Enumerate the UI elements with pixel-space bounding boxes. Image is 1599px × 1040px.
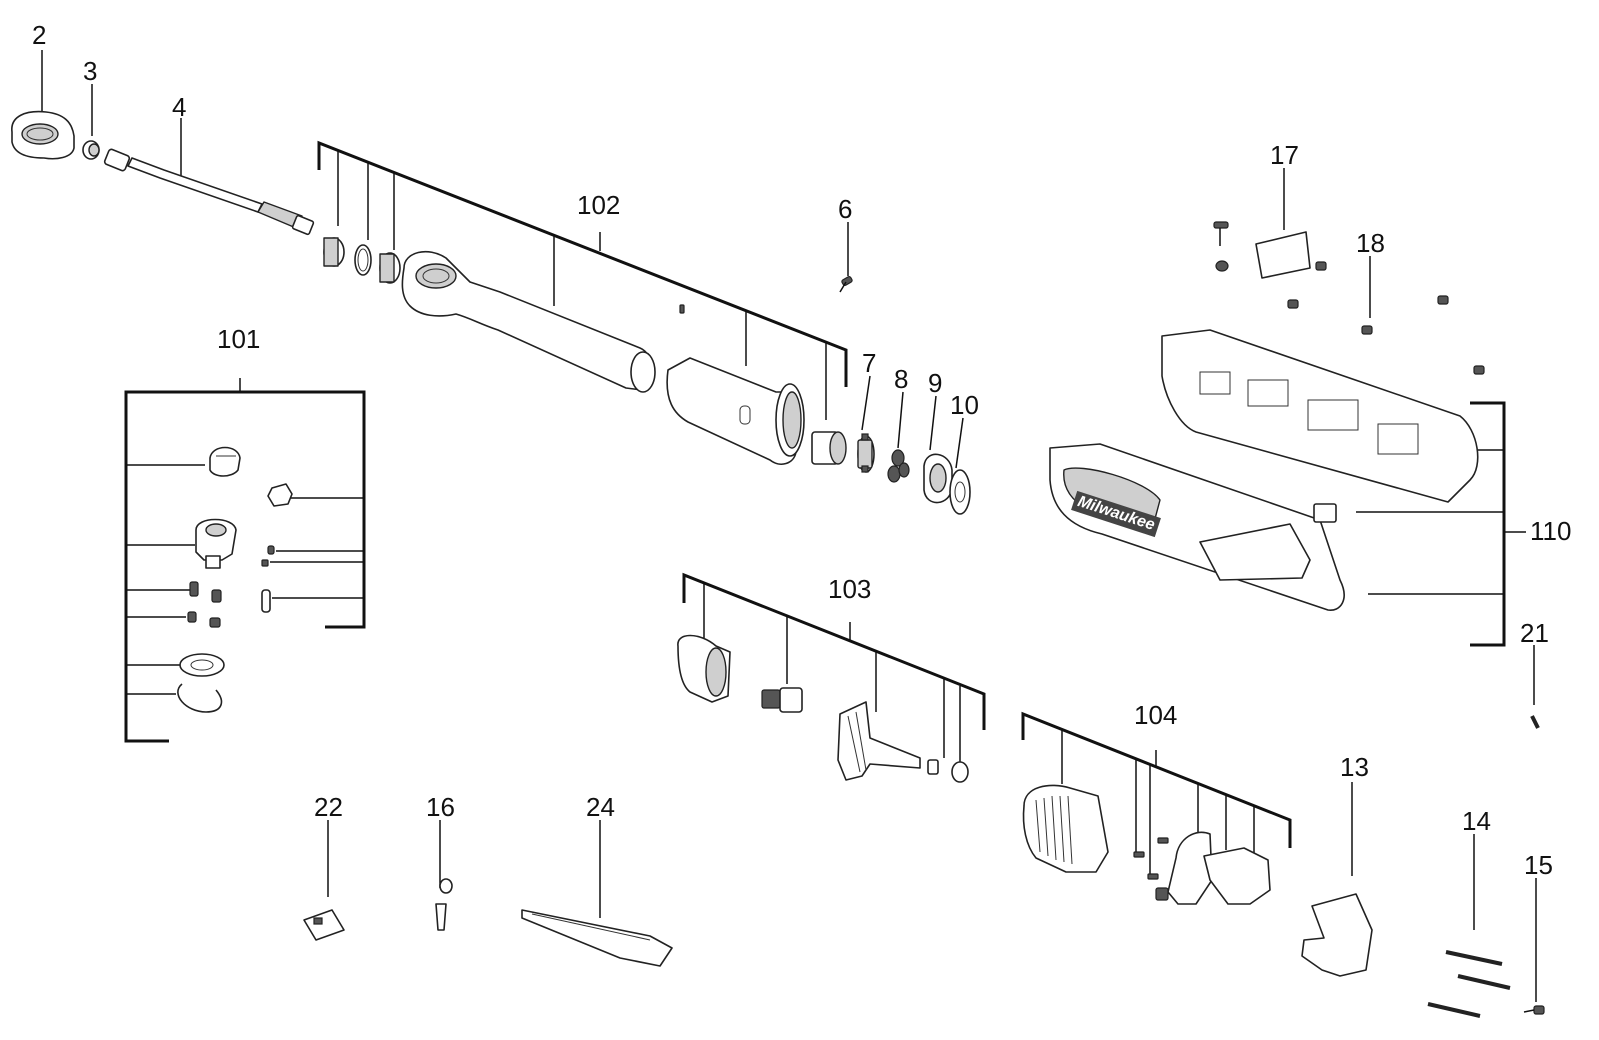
callout-6: 6 — [838, 194, 853, 224]
part-102-gear-housing — [666, 357, 805, 465]
part-102-bearings — [323, 237, 401, 284]
callout-104: 104 — [1134, 700, 1178, 730]
leader-lines — [41, 50, 1537, 1002]
callout-103: 103 — [828, 574, 872, 604]
part-8-planet-gears — [887, 449, 910, 483]
callout-15: 15 — [1524, 850, 1553, 880]
part-7-carrier — [857, 433, 875, 473]
part-2-ratchet-ring — [11, 110, 75, 160]
callout-24: 24 — [586, 792, 615, 822]
callout-14: 14 — [1462, 806, 1491, 836]
part-102-ratchet-housing — [401, 250, 685, 393]
part-101-contents — [177, 446, 293, 713]
callout-9: 9 — [928, 368, 943, 398]
callout-7: 7 — [862, 348, 877, 378]
part-24-strip — [521, 909, 673, 967]
part-22-clip — [303, 909, 345, 941]
part-110-housing-top — [1161, 329, 1479, 503]
part-9-ring-gear — [923, 453, 953, 504]
part-10-washer — [949, 469, 971, 515]
part-13-bracket — [1301, 893, 1373, 977]
part-4-shaft — [103, 148, 315, 236]
part-15-screw — [1523, 1005, 1545, 1015]
part-104-contents — [1022, 784, 1271, 905]
bracket-101 — [124, 378, 366, 743]
part-6-screw — [839, 276, 853, 293]
bracket-103 — [682, 572, 986, 766]
callout-4: 4 — [172, 92, 187, 122]
part-103-contents — [677, 634, 969, 783]
callout-16: 16 — [426, 792, 455, 822]
part-102-bearing-right — [811, 431, 847, 465]
callout-17: 17 — [1270, 140, 1299, 170]
part-14-screws — [1427, 950, 1511, 1018]
part-16-screw — [435, 878, 453, 931]
callout-21: 21 — [1520, 618, 1549, 648]
callout-8: 8 — [894, 364, 909, 394]
bracket-102 — [317, 140, 848, 420]
callout-18: 18 — [1356, 228, 1385, 258]
callout-101: 101 — [217, 324, 261, 354]
part-18-screws — [1287, 295, 1485, 375]
callout-3: 3 — [83, 56, 98, 86]
callout-110: 110 — [1530, 516, 1572, 546]
part-17-label — [1213, 221, 1327, 279]
part-110-housing-bottom — [1049, 443, 1345, 611]
bracket-110 — [1356, 401, 1526, 647]
callout-102: 102 — [577, 190, 621, 220]
bracket-104 — [1021, 711, 1292, 874]
callout-10: 10 — [950, 390, 979, 420]
callout-13: 13 — [1340, 752, 1369, 782]
callout-2: 2 — [32, 20, 47, 50]
part-3-collar — [82, 140, 100, 160]
part-21-pin — [1530, 715, 1540, 729]
callout-22: 22 — [314, 792, 343, 822]
